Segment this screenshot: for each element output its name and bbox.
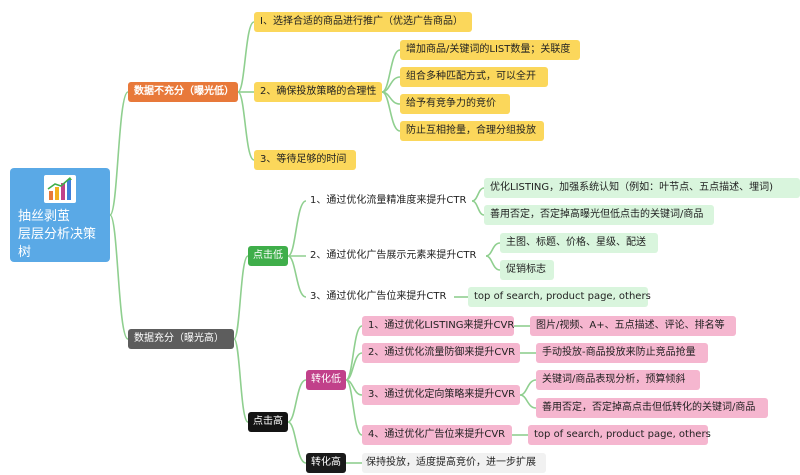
connector-n-ctr-n-r1 [287, 200, 307, 257]
node-ctr-placement-options[interactable]: top of search, product page, others [468, 287, 651, 307]
connector-root-n-b [109, 214, 129, 340]
connector-n-b-n-high [233, 338, 249, 423]
connector-root-n-a [109, 91, 129, 216]
connector-n-c3-n-c3b [519, 394, 537, 409]
node-images-video[interactable]: 图片/视频、A+、五点描述、评论、排名等 [530, 316, 736, 336]
node-promo-badge[interactable]: 促销标志 [500, 260, 554, 280]
node-ctr-high[interactable]: 点击高 [248, 412, 288, 432]
node-cvr-ad-placement[interactable]: 4、通过优化广告位来提升CVR [362, 425, 512, 445]
node-insufficient-data[interactable]: 数据不充分（曝光低） [128, 82, 238, 102]
node-cvr-listing[interactable]: 1、通过优化LISTING来提升CVR [362, 316, 514, 336]
node-ctr-low[interactable]: 点击低 [248, 246, 288, 266]
node-cvr-traffic-defense[interactable]: 2、通过优化流量防御来提升CVR [362, 343, 520, 363]
connector-n-a-n-a1 [237, 21, 255, 93]
node-ctr-ad-elements[interactable]: 2、通过优化广告展示元素来提升CTR [310, 250, 477, 261]
connector-n-c3-n-c3a [519, 379, 537, 396]
node-optimize-listing[interactable]: 优化LISTING，加强系统认知（例如：叶节点、五点描述、埋词) [484, 178, 800, 198]
connector-n-cvrl-n-c2 [345, 352, 363, 381]
node-cvr-placement-options[interactable]: top of search, product page, others [528, 425, 711, 445]
connector-n-r2-n-r2b [485, 255, 501, 271]
root-title-line2: 层层分析决策树 [18, 227, 97, 260]
connector-n-high-n-cvrl [287, 379, 307, 423]
node-main-image-title[interactable]: 主图、标题、价格、星级、配送 [500, 233, 658, 253]
node-select-products[interactable]: I、选择合适的商品进行推广（优选广告商品） [254, 12, 472, 32]
connector-n-a-n-a3 [237, 91, 255, 161]
connector-n-a2-n-a2d [381, 91, 401, 132]
node-ctr-traffic-precision[interactable]: 1、通过优化流量精准度来提升CTR [310, 195, 467, 206]
connector-n-ctr-n-r3 [287, 255, 307, 298]
node-negate-high-click[interactable]: 善用否定，否定掉高点击但低转化的关键词/商品 [536, 398, 768, 418]
node-cvr-high[interactable]: 转化高 [306, 453, 346, 473]
node-cvr-low[interactable]: 转化低 [306, 370, 346, 390]
node-keep-running[interactable]: 保持投放，适度提高竞价，进一步扩展 [362, 453, 546, 473]
node-sufficient-data[interactable]: 数据充分（曝光高） [128, 329, 234, 349]
node-negate-high-impression[interactable]: 善用否定，否定掉高曝光但低点击的关键词/商品 [484, 205, 714, 225]
node-prevent-competition[interactable]: 防止互相抢量，合理分组投放 [400, 121, 544, 141]
root-title-line1: 抽丝剥茧 [18, 209, 71, 224]
node-increase-list[interactable]: 增加商品/关键词的LIST数量；关联度 [400, 40, 580, 60]
connector-n-high-n-cvrh [287, 421, 307, 464]
connector-n-r1-n-r1b [471, 200, 485, 216]
node-manual-targeting[interactable]: 手动投放-商品投放来防止竞品抢量 [536, 343, 708, 363]
node-wait-time[interactable]: 3、等待足够的时间 [254, 150, 356, 170]
node-keyword-analysis[interactable]: 关键词/商品表现分析，预算倾斜 [536, 370, 700, 390]
connector-n-a2-n-a2a [381, 49, 401, 93]
node-ctr-ad-placement[interactable]: 3、通过优化广告位来提升CTR [310, 291, 447, 302]
connector-n-r1-n-r1a [471, 187, 485, 202]
node-strategy-reasonable[interactable]: 2、确保投放策略的合理性 [254, 82, 382, 102]
node-competitive-bid[interactable]: 给予有竞争力的竞价 [400, 94, 510, 114]
node-cvr-targeting-strategy[interactable]: 3、通过优化定向策略来提升CVR [362, 385, 520, 405]
connector-n-b-n-ctr [233, 255, 249, 340]
node-combine-match[interactable]: 组合多种匹配方式，可以全开 [400, 67, 548, 87]
connector-n-cvrl-n-c4 [345, 379, 363, 436]
bar-chart-icon [44, 175, 76, 203]
connector-n-r2-n-r2a [485, 242, 501, 257]
root-node[interactable]: 抽丝剥茧 层层分析决策树 [10, 168, 110, 262]
